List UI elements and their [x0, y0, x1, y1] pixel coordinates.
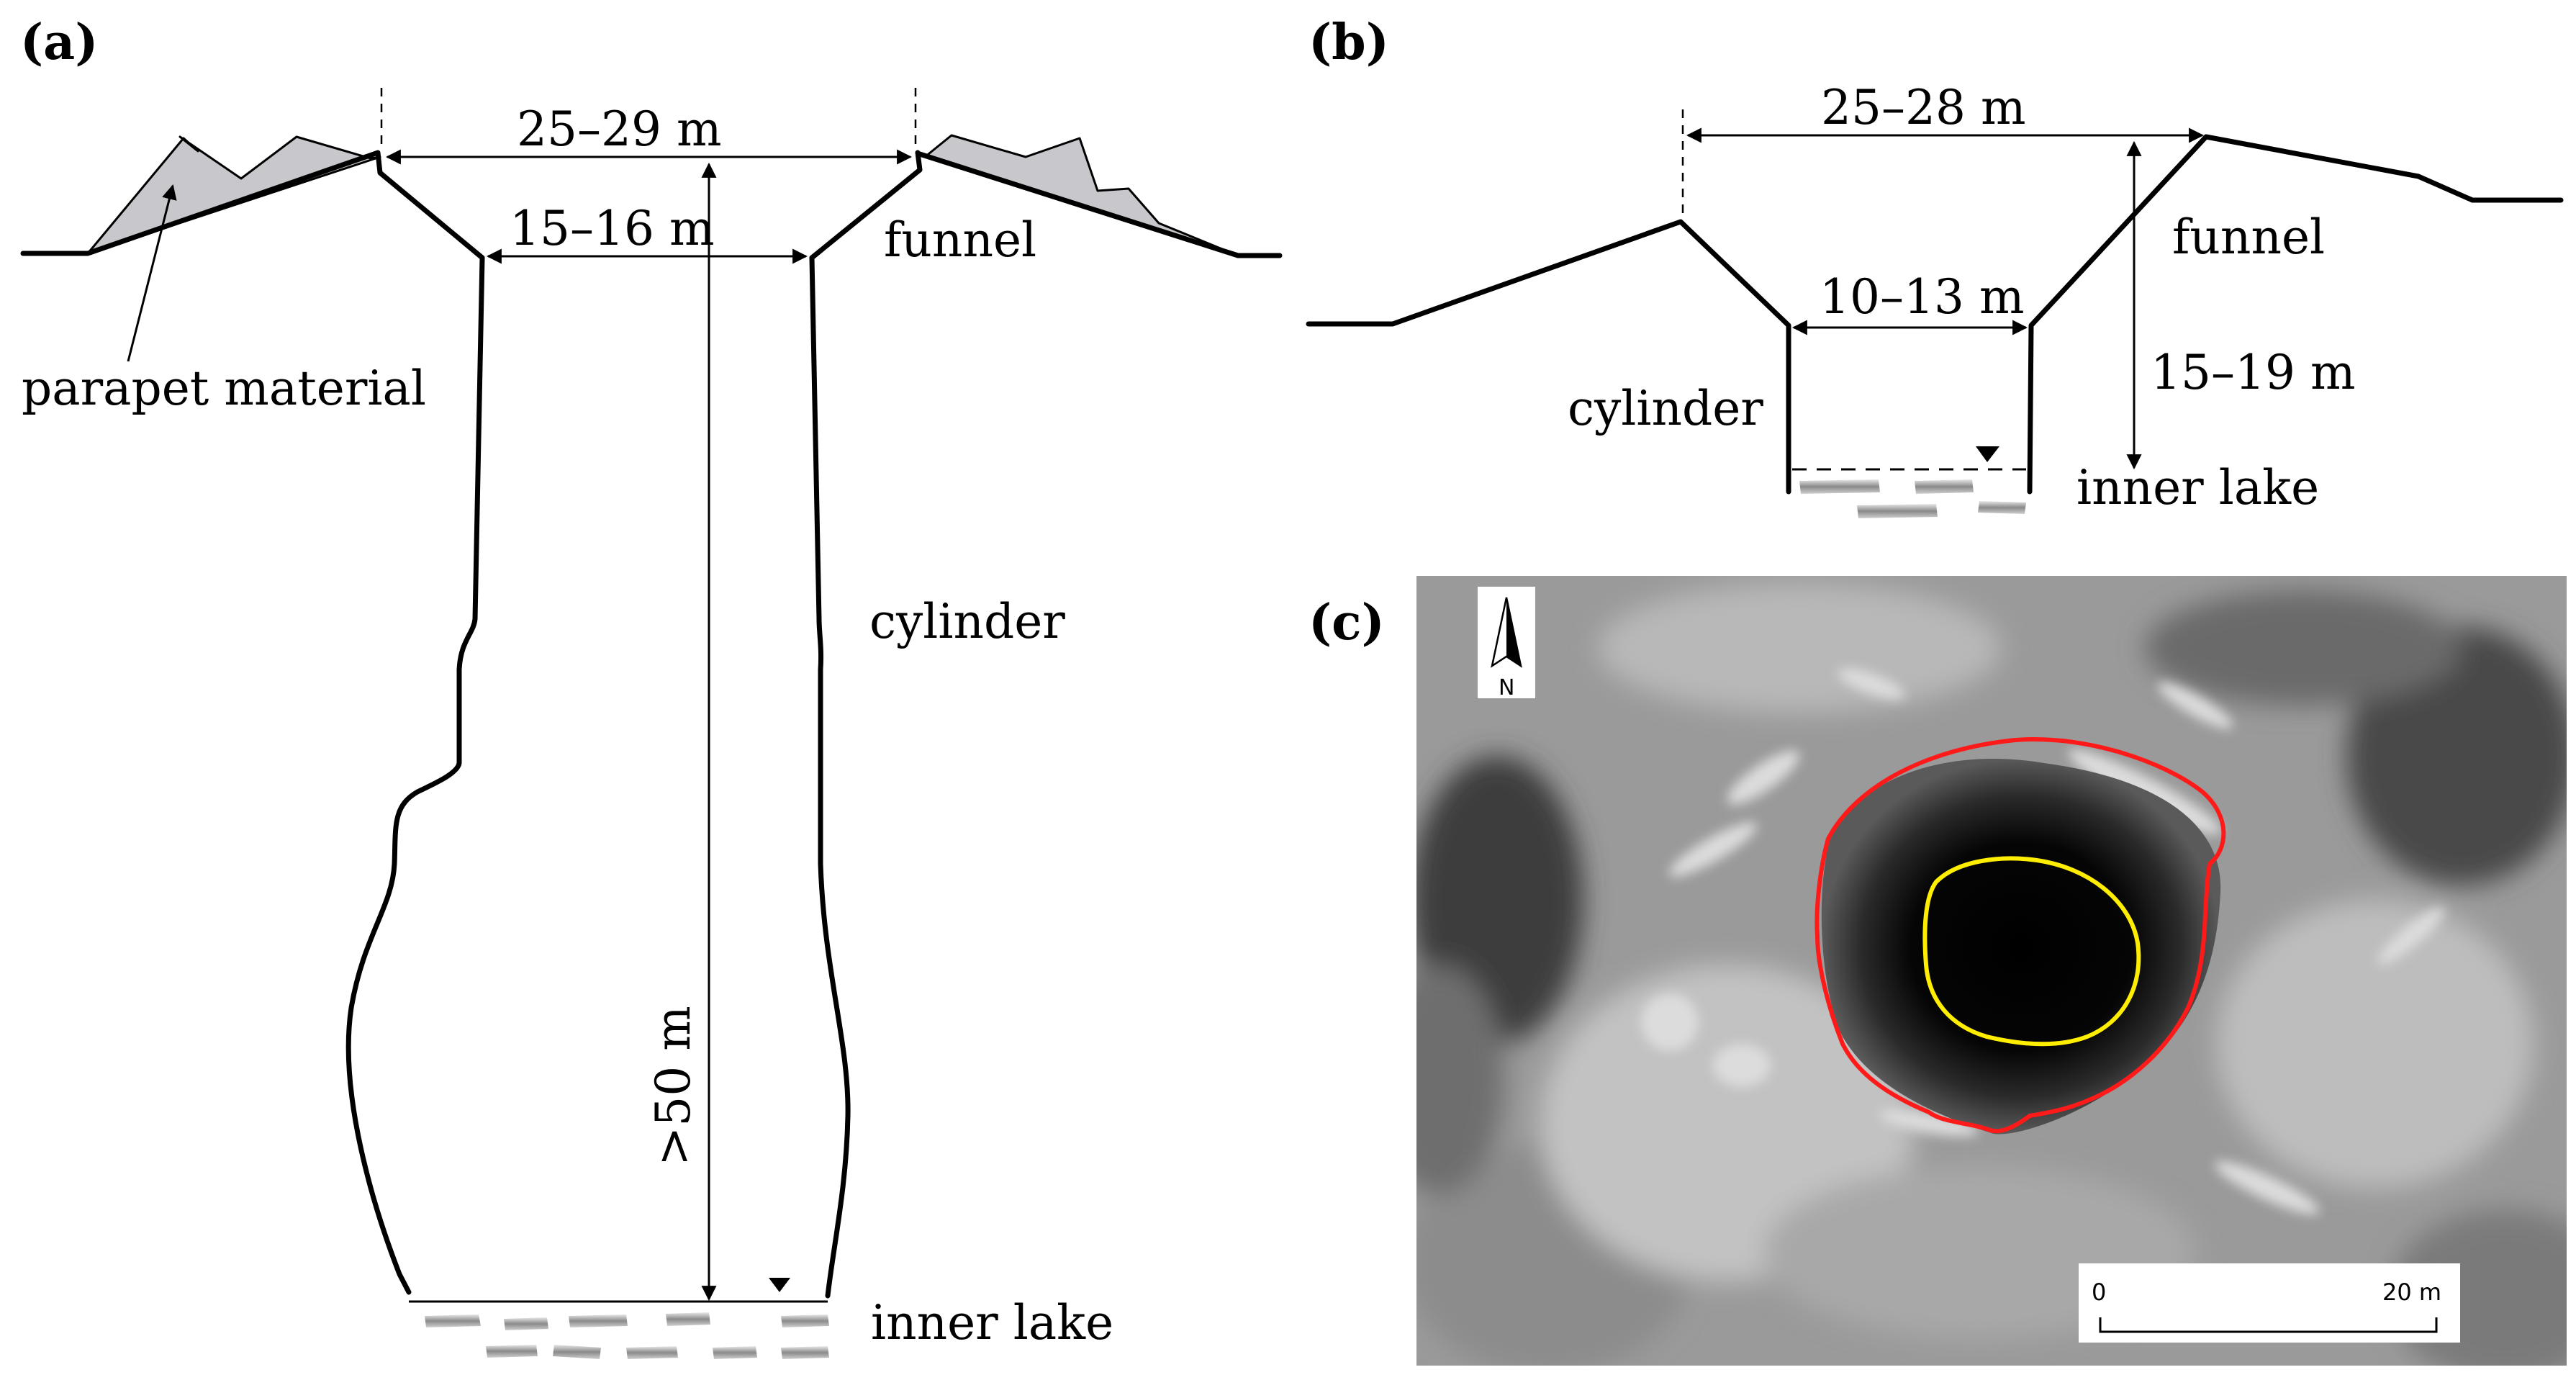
panel-b: (b) 25–28 m 10–13 m funnel 15–19 m cylin… [1306, 14, 2564, 518]
panel-a-label: (a) [20, 14, 98, 71]
cylinder-wall-right [809, 255, 851, 1299]
inner-rim-outline [1922, 856, 2141, 1047]
depth-label-a: >50 m [646, 1006, 701, 1166]
funnel-label-a: funnel [884, 212, 1036, 268]
parapet-label: parapet material [22, 361, 426, 416]
scale-start-label: 0 [2092, 1278, 2106, 1306]
scale-bar: 0 20 m [2079, 1263, 2460, 1343]
depth-label-b: 15–19 m [2151, 345, 2356, 400]
lake-texture-a [425, 1312, 829, 1359]
cylinder-label-b: cylinder [1568, 381, 1763, 436]
cylinder-label-a: cylinder [869, 594, 1065, 649]
panel-c: (c) [1309, 576, 2567, 1366]
lake-texture-b [1799, 479, 2026, 518]
crater-depression [1821, 759, 2221, 1135]
profile-b-right [2027, 134, 2564, 495]
water-level-marker-b [1976, 446, 1999, 462]
top-width-label-b: 25–28 m [1821, 80, 2026, 135]
cylinder-wall-left [345, 255, 485, 1295]
lake-label-a: inner lake [871, 1295, 1113, 1350]
panel-c-label: (c) [1309, 594, 1385, 651]
parapet-pointer-arrow [127, 184, 177, 362]
ground-left [20, 150, 485, 261]
lake-label-b: inner lake [2076, 460, 2319, 515]
north-arrow: N [1478, 587, 1535, 700]
north-label: N [1499, 675, 1514, 700]
panel-b-label: (b) [1309, 14, 1389, 71]
funnel-width-label-b: 10–13 m [1820, 269, 2025, 325]
scale-end-label: 20 m [2382, 1278, 2441, 1306]
water-level-marker-a [769, 1278, 790, 1292]
outer-rim-outline [1815, 737, 2226, 1134]
aerial-image [1416, 576, 2567, 1366]
top-width-label-a: 25–29 m [517, 102, 722, 157]
funnel-label-b: funnel [2172, 209, 2325, 265]
profile-b-left [1306, 219, 1791, 495]
funnel-width-label-a: 15–16 m [510, 201, 715, 256]
ground-right [809, 150, 1283, 261]
panel-a: (a) 25–29 [20, 14, 1283, 1359]
